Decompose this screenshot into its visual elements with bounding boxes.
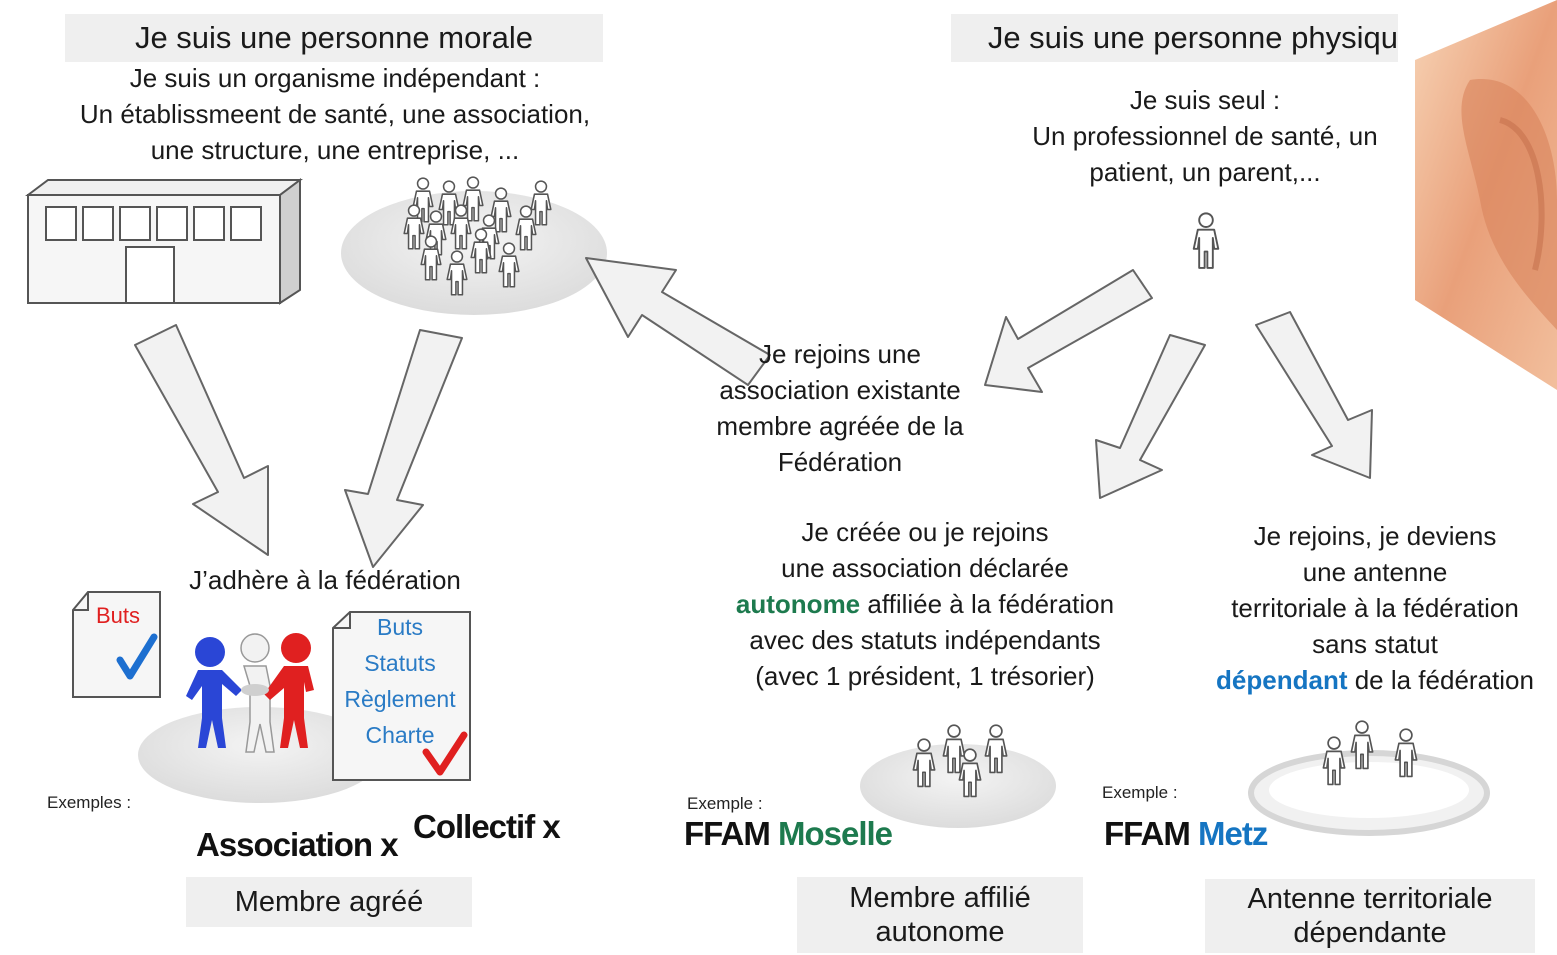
antenna-line: Je rejoins, je deviens (1253, 521, 1497, 551)
doc-line: Buts (376, 614, 424, 640)
left-banner: Je suis une personne morale (65, 14, 603, 62)
examples-label: Exemples : (47, 793, 132, 812)
document-icon (72, 591, 161, 698)
ffam-prefix: FFAM (684, 815, 778, 852)
antenna-line-rest: de la fédération (1347, 665, 1534, 695)
footer-line: Antenne territoriale (1247, 883, 1493, 915)
right-intro-line: Un professionnel de santé, un (1032, 121, 1378, 151)
right-intro: Je suis seul : Un professionnel de santé… (1010, 82, 1400, 190)
arrow-icon (134, 257, 1373, 568)
right-intro-line: Je suis seul : (1129, 85, 1281, 115)
create-line: Je créée ou je rejoins (801, 517, 1049, 547)
ffam-prefix: FFAM (1104, 815, 1198, 852)
example-label-moselle: Exemple : (687, 794, 763, 813)
example-ffam-metz: FFAM Metz (1104, 815, 1268, 853)
join-line: membre agréée de la (716, 411, 964, 441)
autonome-highlight: autonome (735, 589, 861, 619)
moselle-name: Moselle (777, 815, 893, 852)
handshake-icon (138, 633, 382, 803)
antenna-text: Je rejoins, je deviens une antenne terri… (1200, 518, 1550, 698)
create-line: (avec 1 président, 1 trésorier) (755, 661, 1095, 691)
footer-antenne: Antenne territoriale dépendante (1205, 879, 1535, 953)
left-intro-line: Je suis un organisme indépendant : (129, 63, 541, 93)
metz-name: Metz (1197, 815, 1268, 852)
checkmark-icon (422, 731, 468, 776)
example-collectif: Collectif x (413, 808, 561, 845)
antenna-line: sans statut (1312, 629, 1438, 659)
join-line: Fédération (777, 447, 903, 477)
example-association: Association x (196, 826, 399, 863)
footer-membre-agree: Membre agréé (186, 877, 472, 927)
right-banner: Je suis une personne physiqu (951, 14, 1398, 62)
footer-line: Membre affilié (849, 882, 1031, 914)
left-intro-line: Un établissmeent de santé, une associati… (79, 99, 591, 129)
doc-line: Règlement (344, 686, 456, 712)
footer-line: dépendante (1293, 917, 1447, 949)
join-line: association existante (719, 375, 961, 405)
building-icon (25, 178, 303, 305)
example-label-metz: Exemple : (1102, 783, 1178, 802)
document-icon (332, 611, 471, 781)
crowd-icon (341, 176, 607, 315)
footer-membre-affilie: Membre affilié autonome (797, 877, 1083, 953)
join-line: Je rejoins une (759, 339, 921, 369)
dependant-highlight: dépendant (1216, 665, 1348, 695)
create-line-rest: affiliée à la fédération (860, 589, 1115, 619)
doc-small-label: Buts (95, 603, 141, 628)
example-ffam-moselle: FFAM Moselle (684, 815, 893, 853)
create-line: avec des statuts indépendants (749, 625, 1101, 655)
right-intro-line: patient, un parent,... (1089, 157, 1321, 187)
crowd-icon (860, 724, 1056, 828)
person-icon (1192, 212, 1220, 269)
antenna-line: dépendant de la fédération (1200, 662, 1550, 698)
antenna-line: territoriale à la fédération (1231, 593, 1519, 623)
doc-line: Statuts (364, 650, 436, 676)
doc-big-lines: Buts Statuts Règlement Charte (338, 609, 462, 753)
create-association-text: Je créée ou je rejoins une association d… (700, 514, 1150, 694)
footer-line: autonome (875, 916, 1005, 948)
adhere-text: J’adhère à la fédération (189, 565, 461, 595)
create-line: une association déclarée (781, 553, 1069, 583)
crowd-icon (1248, 720, 1490, 836)
ear-photo (1415, 0, 1557, 390)
checkmark-icon (116, 633, 158, 680)
create-line: autonome affiliée à la fédération (700, 586, 1150, 622)
left-intro-line: une structure, une entreprise, ... (150, 135, 520, 165)
doc-line: Charte (365, 722, 435, 748)
antenna-line: une antenne (1302, 557, 1448, 587)
left-intro: Je suis un organisme indépendant : Un ét… (30, 60, 640, 168)
join-existing-text: Je rejoins une association existante mem… (690, 336, 990, 480)
